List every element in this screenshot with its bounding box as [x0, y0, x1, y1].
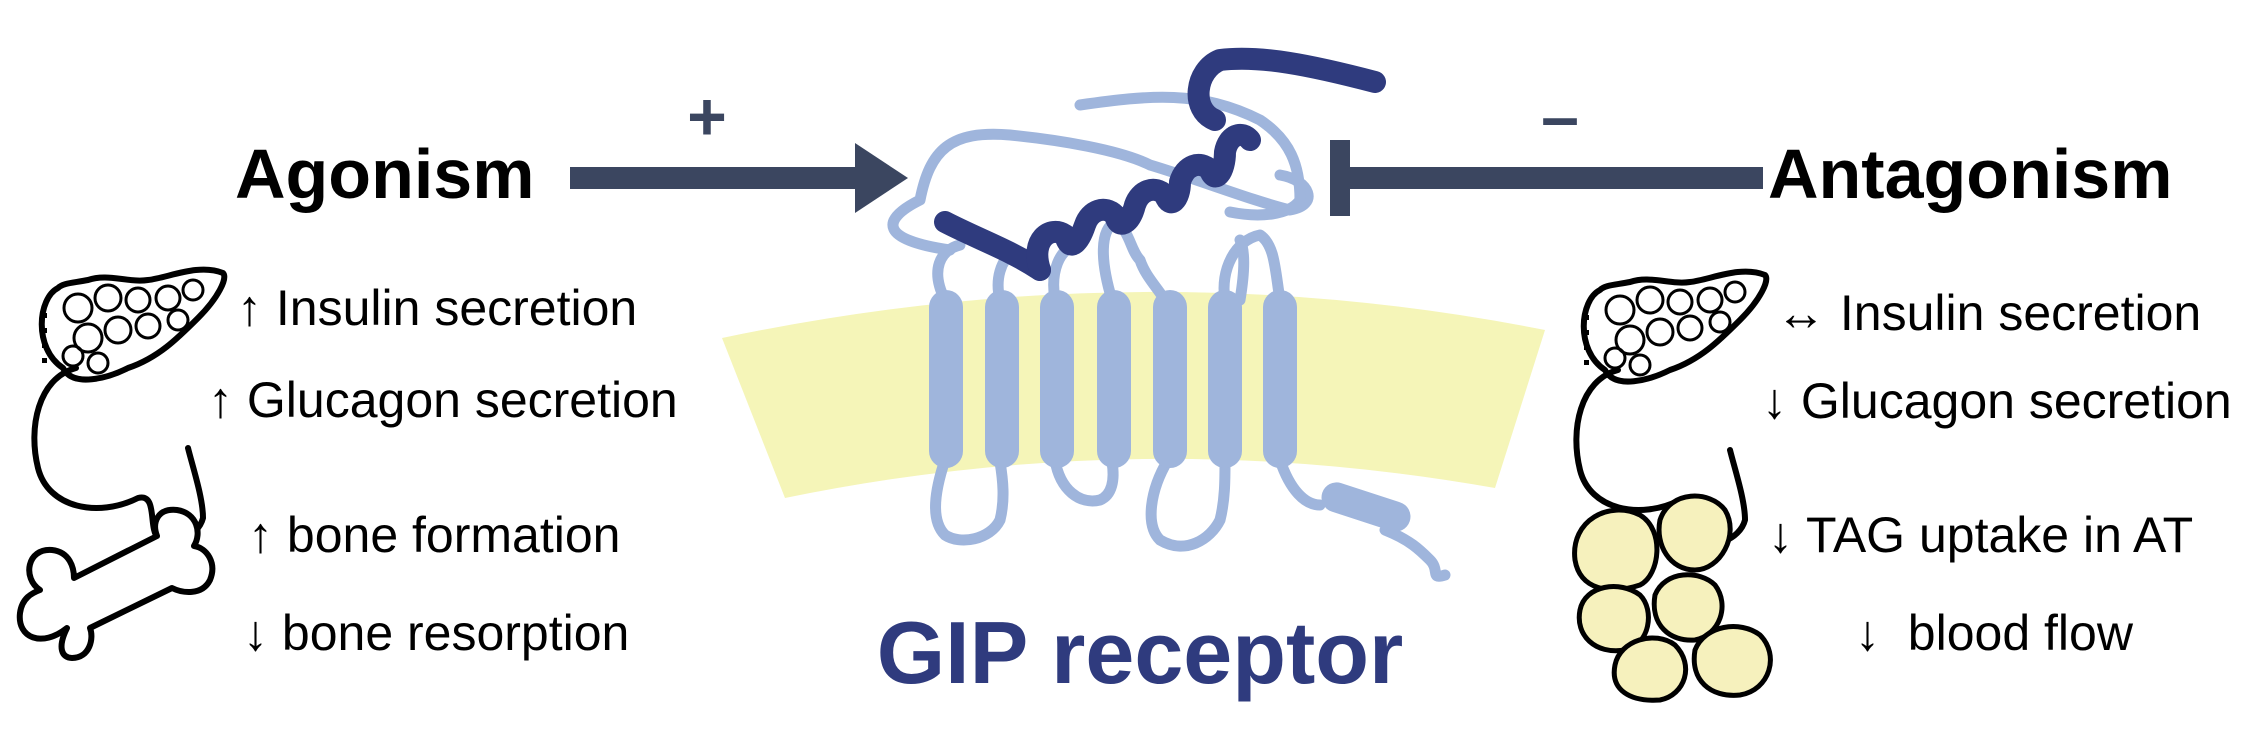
- transmembrane-helices: [929, 290, 1411, 532]
- agonism-bone-formation-effect: ↑ bone formation: [248, 507, 620, 563]
- agonism-arrow: [570, 143, 908, 213]
- agonism-glucagon-effect: ↑ Glucagon secretion: [208, 372, 678, 428]
- agonism-heading: Agonism: [235, 135, 534, 213]
- agonism-insulin-effect: ↑ Insulin secretion: [237, 280, 637, 336]
- cell-membrane: [722, 291, 1545, 498]
- bone-icon: [16, 506, 216, 661]
- helix-1: [929, 290, 963, 468]
- agonism-sign: +: [687, 79, 727, 155]
- agonism-bone-resorption-effect: ↓ bone resorption: [243, 605, 629, 661]
- antagonism-glucagon-effect: ↓ Glucagon secretion: [1762, 373, 2232, 429]
- gip-peptide: [934, 47, 1386, 281]
- helix-3: [1040, 290, 1074, 468]
- helix-7: [1263, 290, 1297, 468]
- helix-4: [1097, 290, 1131, 468]
- antagonism-insulin-effect: ↔ Insulin secretion: [1776, 285, 2201, 341]
- pancreas-icon: [31, 266, 228, 545]
- antagonism-blood-flow-effect: ↓ blood flow: [1855, 605, 2134, 661]
- helix-5: [1153, 290, 1187, 468]
- helix-2: [985, 290, 1019, 468]
- helix-6: [1208, 290, 1242, 468]
- receptor-label: GIP receptor: [877, 603, 1404, 702]
- antagonism-heading: Antagonism: [1768, 135, 2172, 213]
- antagonism-sign: –: [1541, 79, 1579, 155]
- adipocytes-icon: [1572, 493, 1773, 703]
- antagonism-tag-uptake-effect: ↓ TAG uptake in AT: [1768, 507, 2193, 563]
- antagonism-inhibitor: [1330, 140, 1763, 216]
- helix-8: [1321, 482, 1411, 532]
- receptor-light-chain: [887, 91, 1451, 582]
